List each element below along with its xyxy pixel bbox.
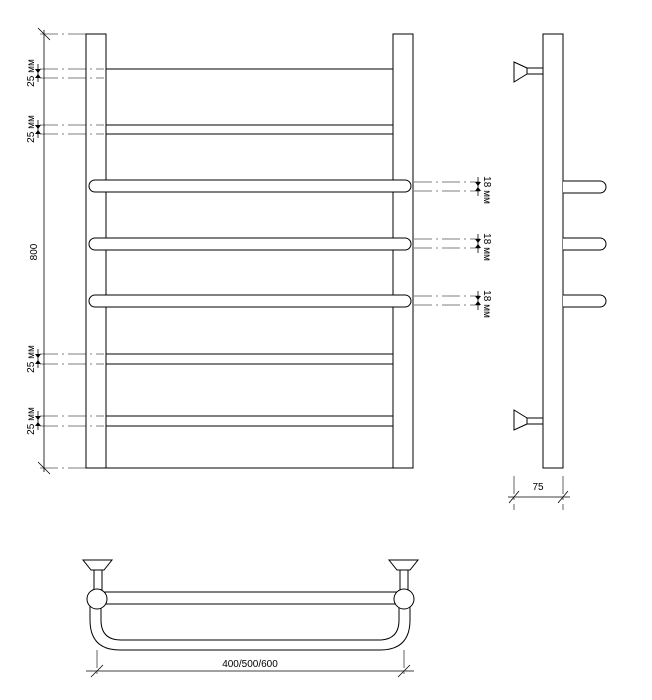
bar-dimensions: 18 мм 18 мм 18 мм — [414, 176, 492, 318]
round-bars — [88, 179, 412, 308]
right-joint — [393, 588, 415, 610]
side-bar-3 — [563, 294, 607, 308]
height-dimension: 800 — [29, 27, 100, 475]
bar-label-1: 18 мм — [481, 176, 492, 204]
gap-label-1: 25 мм — [26, 59, 37, 87]
top-view: 400/500/600 — [81, 559, 420, 678]
gap-label-3: 25 мм — [26, 345, 37, 373]
left-upright — [85, 33, 107, 469]
top-u-bar — [89, 600, 411, 651]
side-bar-1 — [563, 180, 607, 194]
gap-label-2: 25 мм — [26, 115, 37, 143]
top-crossbar — [104, 591, 398, 605]
side-view: 75 — [508, 33, 607, 510]
rung-frame-3 — [105, 363, 394, 417]
side-upright — [542, 33, 564, 469]
left-joint — [86, 588, 108, 610]
depth-label: 75 — [532, 482, 544, 493]
top-right-wall-plate — [387, 559, 420, 591]
top-wall-mount — [513, 61, 544, 83]
top-left-wall-plate — [81, 559, 114, 591]
right-upright — [392, 33, 414, 469]
width-dimension: 400/500/600 — [86, 650, 414, 678]
round-bar-1 — [88, 179, 412, 193]
height-label: 800 — [29, 243, 40, 260]
bottom-wall-mount — [513, 409, 544, 431]
width-label: 400/500/600 — [222, 659, 278, 670]
front-view: 800 25 мм 25 мм 25 мм — [26, 27, 492, 475]
round-bar-2 — [88, 237, 412, 251]
gap-dimensions: 25 мм 25 мм 25 мм 25 мм — [26, 59, 104, 435]
bar-label-2: 18 мм — [481, 233, 492, 261]
rung-frame-1 — [105, 68, 394, 126]
gap-label-4: 25 мм — [26, 407, 37, 435]
side-bar-2 — [563, 237, 607, 251]
side-bar-profiles — [563, 180, 607, 308]
depth-dimension: 75 — [508, 476, 570, 510]
round-bar-3 — [88, 294, 412, 308]
flat-rungs — [105, 68, 394, 469]
bar-label-3: 18 мм — [481, 290, 492, 318]
rung-frame-4 — [105, 425, 394, 469]
